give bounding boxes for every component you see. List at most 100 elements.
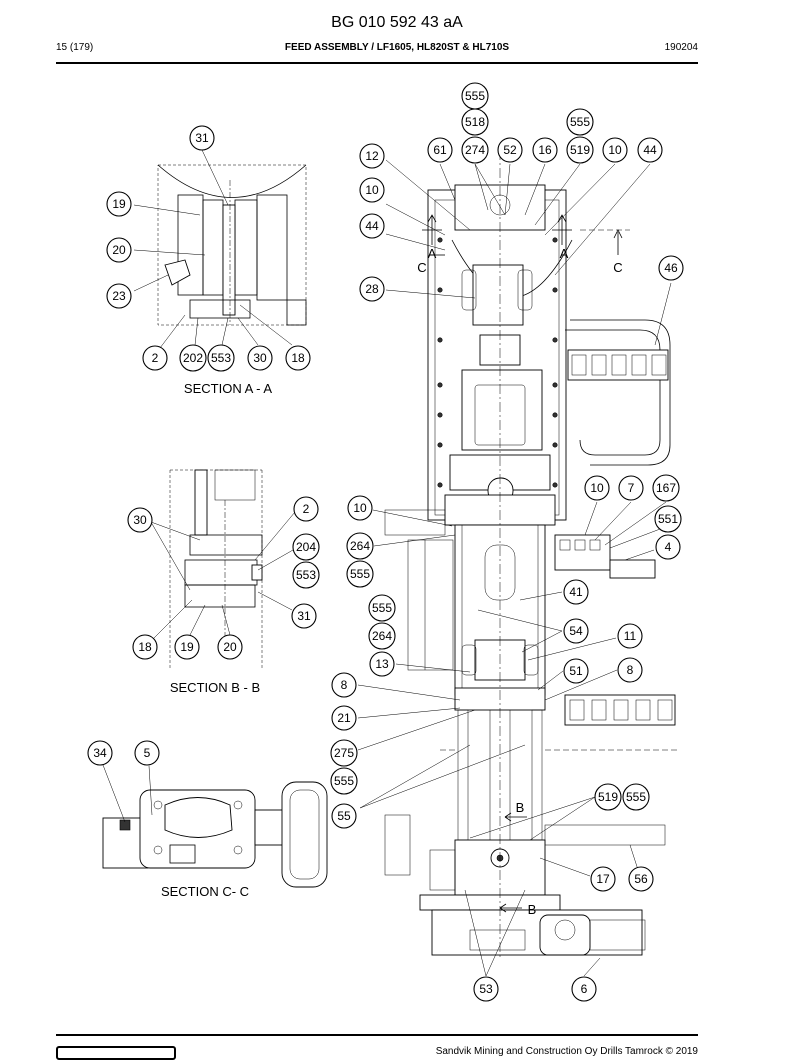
callout-balloon: 204 — [292, 533, 320, 561]
svg-text:18: 18 — [138, 640, 152, 654]
callout-balloon: 44 — [359, 213, 385, 239]
footer-copyright: Sandvik Mining and Construction Oy Drill… — [435, 1046, 698, 1057]
callout-balloon: 19 — [174, 634, 200, 660]
callout-balloon: 519 — [594, 783, 622, 811]
svg-text:16: 16 — [538, 143, 552, 157]
document-date: 190204 — [664, 42, 698, 53]
callout-balloon: 53 — [473, 976, 499, 1002]
callout-balloon: 17 — [590, 866, 616, 892]
feed-assembly-leaders — [357, 159, 672, 977]
svg-text:10: 10 — [590, 481, 604, 495]
callout-balloon: 28 — [359, 276, 385, 302]
callout-balloon: 31 — [291, 603, 317, 629]
svg-text:5: 5 — [144, 746, 151, 760]
svg-text:274: 274 — [465, 143, 485, 157]
svg-text:44: 44 — [365, 219, 379, 233]
callout-balloon: 551 — [654, 505, 682, 533]
svg-text:167: 167 — [656, 481, 676, 495]
callout-balloon: 8 — [617, 657, 643, 683]
callout-balloon: 167 — [652, 474, 680, 502]
svg-text:19: 19 — [112, 197, 126, 211]
svg-text:555: 555 — [626, 790, 646, 804]
svg-text:11: 11 — [624, 629, 637, 643]
callout-balloon: 13 — [369, 651, 395, 677]
svg-text:10: 10 — [353, 501, 367, 515]
callout-balloon: 264 — [346, 532, 374, 560]
svg-text:21: 21 — [337, 711, 351, 725]
callout-balloon: 16 — [532, 137, 558, 163]
callout-balloon: 519 — [566, 136, 594, 164]
svg-text:555: 555 — [372, 601, 392, 615]
callout-balloon: 51 — [563, 658, 589, 684]
svg-text:20: 20 — [112, 243, 126, 257]
svg-text:51: 51 — [569, 664, 583, 678]
svg-text:202: 202 — [183, 351, 203, 365]
cut-mark-a-right: A — [560, 246, 569, 261]
section-a-a-drawing — [157, 164, 307, 326]
callout-balloon: 555 — [461, 82, 489, 110]
svg-text:56: 56 — [634, 872, 648, 886]
svg-text:275: 275 — [334, 746, 354, 760]
svg-text:8: 8 — [341, 678, 348, 692]
svg-text:518: 518 — [465, 115, 485, 129]
callout-balloon: 202 — [179, 344, 207, 372]
svg-text:10: 10 — [365, 183, 379, 197]
svg-text:2: 2 — [303, 502, 310, 516]
callout-balloon: 10 — [359, 177, 385, 203]
svg-text:4: 4 — [665, 540, 672, 554]
svg-text:52: 52 — [503, 143, 517, 157]
callout-balloon: 2 — [142, 345, 168, 371]
header-divider — [56, 62, 698, 64]
svg-text:12: 12 — [365, 149, 379, 163]
callout-balloon: 44 — [637, 137, 663, 163]
callout-balloon: 7 — [618, 475, 644, 501]
svg-text:23: 23 — [112, 289, 126, 303]
callout-balloon: 20 — [217, 634, 243, 660]
cut-mark-c-right: C — [613, 260, 622, 275]
callout-balloon: 555 — [346, 560, 374, 588]
section-a-a-label: SECTION A - A — [184, 381, 272, 396]
footer-divider — [56, 1034, 698, 1036]
section-c-c-drawing — [102, 781, 328, 888]
svg-text:2: 2 — [152, 351, 159, 365]
callout-balloon: 56 — [628, 866, 654, 892]
svg-text:28: 28 — [365, 282, 379, 296]
callout-balloon: 31 — [189, 125, 215, 151]
svg-text:20: 20 — [223, 640, 237, 654]
callout-balloon: 553 — [292, 561, 320, 589]
svg-text:519: 519 — [598, 790, 618, 804]
cut-mark-a-left: A — [428, 246, 437, 261]
svg-text:17: 17 — [596, 872, 610, 886]
svg-text:19: 19 — [180, 640, 194, 654]
callout-balloon: 30 — [247, 345, 273, 371]
svg-text:555: 555 — [350, 567, 370, 581]
svg-text:555: 555 — [465, 89, 485, 103]
svg-text:8: 8 — [627, 663, 634, 677]
callout-balloon: 555 — [566, 108, 594, 136]
callout-balloon: 21 — [331, 705, 357, 731]
callout-balloon: 10 — [584, 475, 610, 501]
callout-balloon: 18 — [132, 634, 158, 660]
svg-text:31: 31 — [297, 609, 311, 623]
callout-balloon: 5 — [134, 740, 160, 766]
svg-text:31: 31 — [195, 131, 209, 145]
svg-text:55: 55 — [337, 809, 351, 823]
svg-text:551: 551 — [658, 512, 678, 526]
svg-text:204: 204 — [296, 540, 316, 554]
svg-text:30: 30 — [133, 513, 147, 527]
svg-text:54: 54 — [569, 624, 583, 638]
callout-balloon: 30 — [127, 507, 153, 533]
cut-mark-b-lower: B — [528, 902, 537, 917]
callout-balloon: 18 — [285, 345, 311, 371]
page-title: FEED ASSEMBLY / LF1605, HL820ST & HL710S — [284, 42, 510, 53]
callout-balloon: 61 — [427, 137, 453, 163]
callout-balloon: 55 — [331, 803, 357, 829]
callout-balloon: 52 — [497, 137, 523, 163]
callout-balloon: 12 — [359, 143, 385, 169]
callout-balloon: 6 — [571, 976, 597, 1002]
callout-balloon: 11 — [617, 623, 643, 649]
svg-text:553: 553 — [211, 351, 231, 365]
company-logo — [56, 1046, 176, 1060]
svg-text:34: 34 — [93, 746, 107, 760]
svg-text:10: 10 — [608, 143, 622, 157]
